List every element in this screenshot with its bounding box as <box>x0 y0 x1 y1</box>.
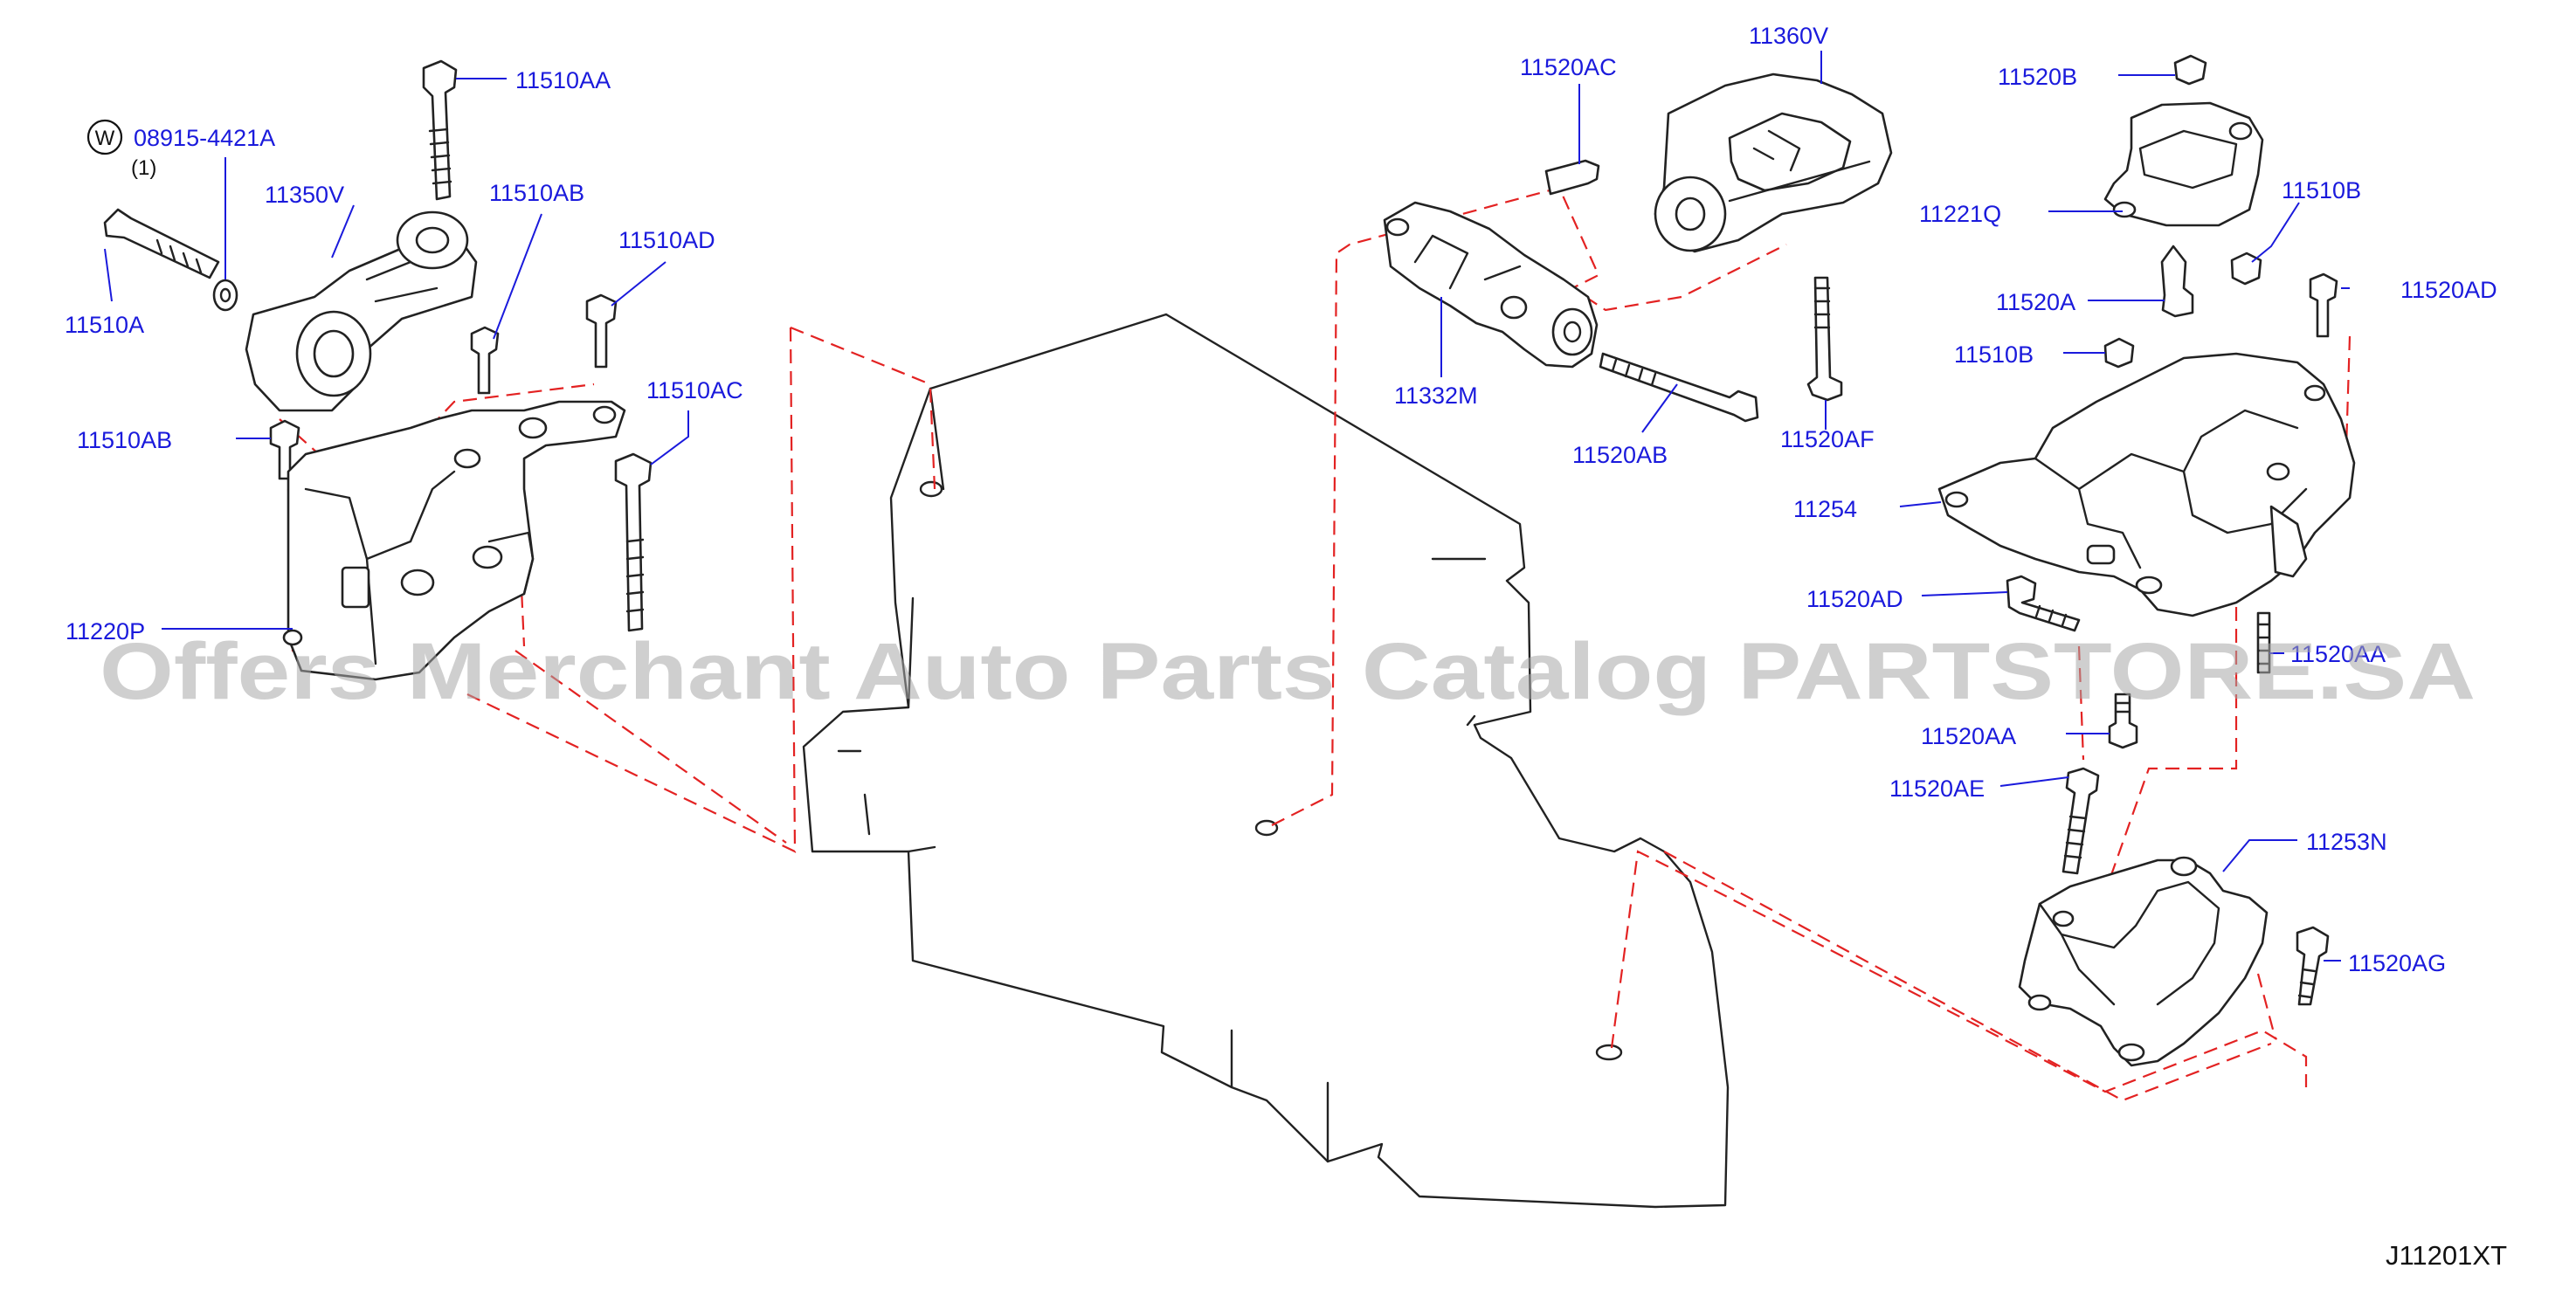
leader-lines <box>104 51 2350 962</box>
bolt-11510a[interactable] <box>103 208 220 279</box>
engine-block-outline <box>802 313 1730 1209</box>
bracket-11253n[interactable] <box>2018 856 2269 1067</box>
callout-11510b-top[interactable]: 11510B <box>2282 177 2361 203</box>
callout-11520a[interactable]: 11520A <box>1996 289 2075 315</box>
washer-circle-icon <box>86 119 123 155</box>
mount-bracket-11350v[interactable] <box>245 210 478 412</box>
callout-11510ab-top[interactable]: 11510AB <box>489 180 584 206</box>
bolt-11520ae[interactable] <box>2061 767 2100 875</box>
callout-11520ab[interactable]: 11520AB <box>1572 442 1668 468</box>
bolt-11520ag[interactable] <box>2296 926 2330 1006</box>
callout-11510ad-top[interactable]: 11510AD <box>618 227 715 253</box>
callout-11360v[interactable]: 11360V <box>1749 23 1828 49</box>
callout-11510ac[interactable]: 11510AC <box>646 377 743 403</box>
bracket-11254[interactable] <box>1937 352 2356 617</box>
callout-11520aa-right[interactable]: 11520AA <box>2290 641 2386 667</box>
bolt-11520aa-mid[interactable] <box>2108 693 2138 749</box>
callout-labels: 11510AA 08915-4421A 11350V 11510AB 11510… <box>65 23 2497 976</box>
bracket-11332m[interactable] <box>1383 201 1599 369</box>
callout-11520ad-mid[interactable]: 11520AD <box>1806 586 1903 612</box>
callout-11510b-mid[interactable]: 11510B <box>1954 341 2034 368</box>
washer-08915-4421a[interactable] <box>212 279 238 312</box>
callout-11520aa-mid[interactable]: 11520AA <box>1921 723 2016 749</box>
bracket-11220p[interactable] <box>282 400 626 681</box>
callout-11510ab-left[interactable]: 11510AB <box>77 427 172 453</box>
bolt-11520ad-right[interactable] <box>2309 272 2338 338</box>
bolt-11520ac[interactable] <box>1544 159 1600 196</box>
watermark-text: Offers Merchant Auto Parts Catalog PARTS… <box>100 627 2476 716</box>
bolt-11510ad-top[interactable] <box>585 293 618 369</box>
bolt-11510ac[interactable] <box>614 452 653 632</box>
bolt-11510ab-top[interactable] <box>470 326 500 395</box>
callout-11520ag[interactable]: 11520AG <box>2348 950 2446 976</box>
bolt-11520ad-mid[interactable] <box>2006 575 2081 632</box>
callout-11520b[interactable]: 11520B <box>1998 64 2077 90</box>
callout-11220p[interactable]: 11220P <box>66 618 145 645</box>
callout-11253n[interactable]: 11253N <box>2306 829 2387 855</box>
washer-quantity: (1) <box>131 156 156 180</box>
bolt-11520af[interactable] <box>1806 276 1843 402</box>
insulator-11221q[interactable] <box>2103 101 2264 227</box>
callout-11510aa-top[interactable]: 11510AA <box>515 67 611 93</box>
bolt-11510aa-top[interactable] <box>422 59 458 201</box>
bolt-11510ab-left[interactable] <box>269 419 300 480</box>
stud-11520aa-right[interactable] <box>2256 611 2271 674</box>
callout-11520af[interactable]: 11520AF <box>1780 426 1875 452</box>
washer-marker: W (1) <box>86 119 156 180</box>
callout-11254[interactable]: 11254 <box>1793 496 1857 522</box>
bolt-11520ab[interactable] <box>1599 352 1759 423</box>
callout-11520ae[interactable]: 11520AE <box>1889 776 1985 802</box>
callout-08915-4421a[interactable]: 08915-4421A <box>134 125 275 151</box>
stud-11520a[interactable] <box>2160 245 2194 318</box>
diagram-code: J11201XT <box>2386 1240 2507 1271</box>
callout-11221q[interactable]: 11221Q <box>1919 201 2001 227</box>
callout-11520ad-right[interactable]: 11520AD <box>2400 277 2497 303</box>
callout-11520ac[interactable]: 11520AC <box>1520 54 1617 80</box>
insulator-11360v[interactable] <box>1654 72 1893 253</box>
callout-11510a[interactable]: 11510A <box>65 312 144 338</box>
nut-11510b-mid[interactable] <box>2103 337 2135 369</box>
nut-11520b[interactable] <box>2173 54 2207 86</box>
callout-11332m[interactable]: 11332M <box>1394 383 1478 409</box>
washer-symbol: W <box>95 127 115 150</box>
callout-11350v[interactable]: 11350V <box>265 182 344 208</box>
